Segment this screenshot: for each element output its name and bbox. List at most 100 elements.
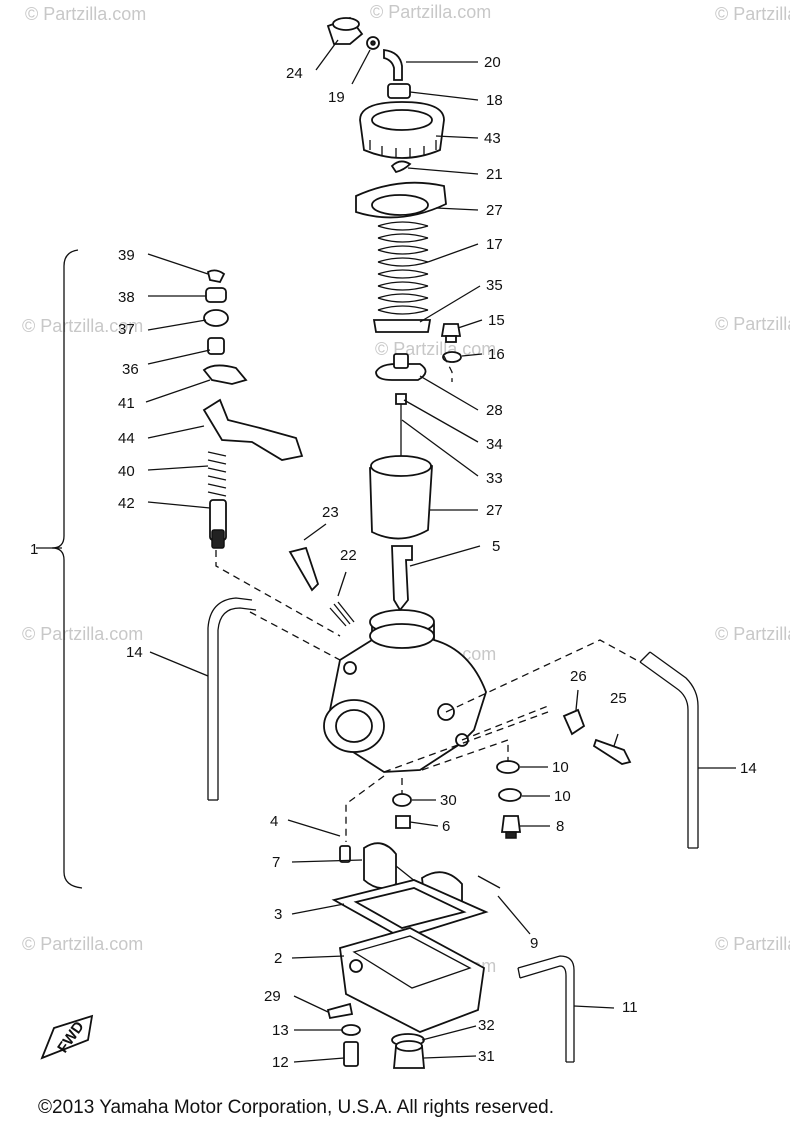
watermark-text: © Partzilla.com	[370, 2, 491, 22]
watermark-text: © Partzilla.com	[22, 316, 143, 336]
callout-10: 10	[552, 759, 569, 776]
assembly-bracket	[51, 249, 83, 889]
part-14-tube-left	[207, 597, 257, 801]
callout-42: 42	[118, 495, 135, 512]
part-31-drain-plug	[393, 1040, 425, 1069]
part-39-clip	[206, 269, 226, 284]
callout-12: 12	[272, 1054, 289, 1071]
part-30-washer	[392, 793, 412, 807]
callout-28: 28	[486, 402, 503, 419]
part-38-nut	[205, 287, 227, 303]
watermark-text: © Partzilla.com	[715, 624, 790, 644]
callout-14b: 14	[740, 760, 757, 777]
callout-26: 26	[570, 668, 587, 685]
part-27-gasket	[355, 181, 447, 219]
part-13-washer	[341, 1024, 361, 1036]
callout-5: 5	[492, 538, 500, 555]
callout-7: 7	[272, 854, 280, 871]
callout-14: 14	[126, 644, 143, 661]
part-6-pilot-jet	[395, 815, 411, 829]
part-44-lever	[202, 398, 304, 461]
callout-24: 24	[286, 65, 303, 82]
callout-21: 21	[486, 166, 503, 183]
part-10-washer-upper	[496, 760, 520, 774]
callout-35: 35	[486, 277, 503, 294]
fwd-arrow-icon: FWD	[40, 1014, 94, 1060]
callout-6: 6	[442, 818, 450, 835]
part-36-spacer	[207, 337, 225, 355]
callout-33: 33	[486, 470, 503, 487]
callout-18: 18	[486, 92, 503, 109]
part-27-throttle-valve	[369, 455, 433, 540]
part-34-clip	[395, 393, 407, 405]
part-17-spring	[377, 221, 429, 315]
callout-29: 29	[264, 988, 281, 1005]
watermark-text: © Partzilla.com	[22, 934, 143, 954]
part-42-plunger	[209, 499, 227, 549]
part-37-cap	[203, 309, 229, 327]
callout-23: 23	[322, 504, 339, 521]
part-41-arm	[202, 364, 248, 385]
part-8-main-jet	[500, 815, 522, 839]
callout-43: 43	[484, 130, 501, 147]
callout-15: 15	[488, 312, 505, 329]
leader-lines	[36, 39, 736, 1063]
callout-3: 3	[274, 906, 282, 923]
callout-17: 17	[486, 236, 503, 253]
callout-2: 2	[274, 950, 282, 967]
callout-38: 38	[118, 289, 135, 306]
callout-8: 8	[556, 818, 564, 835]
copyright-notice: ©2013 Yamaha Motor Corporation, U.S.A. A…	[38, 1097, 554, 1118]
callout-34: 34	[486, 436, 503, 453]
part-9-pin	[477, 875, 501, 889]
watermark-text: © Partzilla.com	[22, 624, 143, 644]
callout-40: 40	[118, 463, 135, 480]
callout-32: 32	[478, 1017, 495, 1034]
part-24-cap	[326, 16, 364, 45]
part-20-elbow-fitting	[383, 48, 403, 81]
callout-1: 1	[30, 541, 38, 558]
callout-36: 36	[122, 361, 139, 378]
part-21-clip	[390, 160, 412, 174]
part-4-screw	[339, 845, 351, 863]
watermark-text: © Partzilla.com	[715, 4, 790, 24]
carburetor-body	[323, 609, 487, 773]
part-25-screw	[592, 738, 632, 765]
watermark-text: © Partzilla.com	[715, 934, 790, 954]
callout-25: 25	[610, 690, 627, 707]
part-12-screw	[343, 1041, 359, 1067]
part-35-seal	[372, 319, 432, 333]
callout-27b: 27	[486, 502, 503, 519]
callout-4: 4	[270, 813, 278, 830]
callout-30: 30	[440, 792, 457, 809]
callout-39: 39	[118, 247, 135, 264]
part-16-washer	[442, 351, 462, 363]
callout-11: 11	[622, 999, 638, 1016]
part-5-needle-jet	[391, 545, 413, 612]
part-18-nut	[387, 83, 411, 99]
part-2-float-bowl	[339, 927, 485, 1033]
part-19-washer	[366, 36, 380, 50]
part-15-screw	[440, 323, 462, 343]
callout-16: 16	[488, 346, 505, 363]
part-28-plate	[375, 353, 427, 381]
part-26-plug	[562, 708, 586, 736]
part-40-spring	[207, 451, 227, 497]
part-23-screw	[288, 546, 320, 592]
callout-19: 19	[328, 89, 345, 106]
part-11-tube	[517, 955, 575, 1063]
part-14-tube-right	[639, 651, 699, 849]
callout-27: 27	[486, 202, 503, 219]
part-29-clip	[326, 1002, 354, 1020]
watermark-text: © Partzilla.com	[25, 4, 146, 24]
callout-labels: 1 2 3 4 5 6 7 8 9 10 10 11 12 13 14 14 1…	[30, 54, 757, 1071]
callout-37: 37	[118, 321, 135, 338]
assembly-dashed-lines	[215, 355, 641, 842]
callout-31: 31	[478, 1048, 495, 1065]
callout-10b: 10	[554, 788, 571, 805]
part-3-gasket	[331, 879, 489, 939]
callout-9: 9	[530, 935, 538, 952]
callout-44: 44	[118, 430, 135, 447]
callout-22: 22	[340, 547, 357, 564]
